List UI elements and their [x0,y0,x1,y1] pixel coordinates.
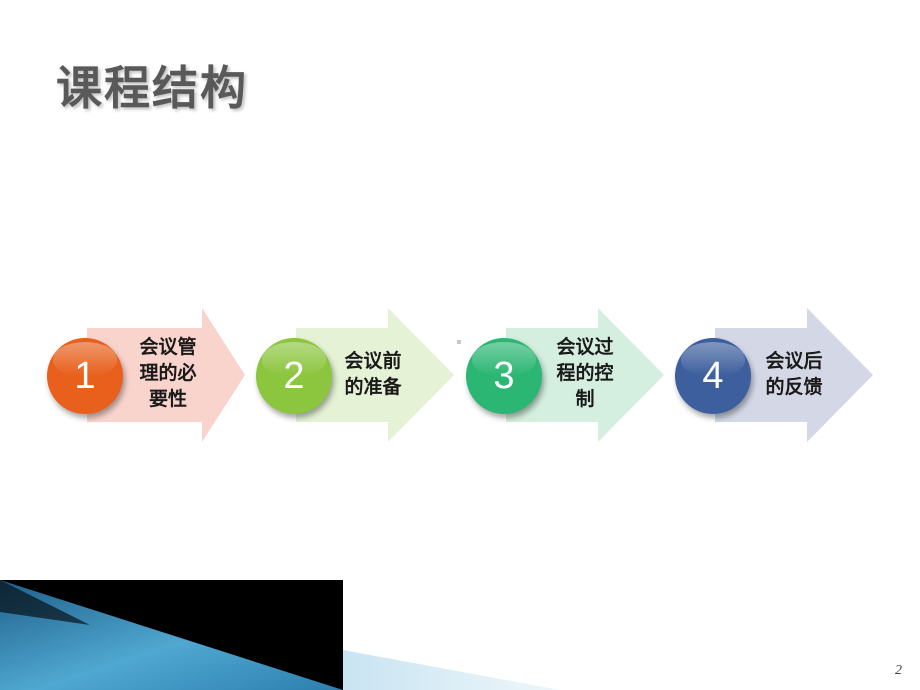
step-3: 3 会议过 程的控 制 [466,300,706,450]
step-number-badge: 4 [675,338,751,414]
stray-dot [457,340,461,344]
step-number-badge: 3 [466,338,542,414]
step-number-badge: 2 [256,338,332,414]
step-number-badge: 1 [47,338,123,414]
arrow-shape [296,308,454,442]
step-label: 会议管 理的必 要性 [139,336,197,410]
corner-decoration [0,580,560,690]
arrow-shape [506,308,664,442]
page-number: 2 [895,663,902,678]
step-2: 2 会议前 的准备 [256,300,496,450]
arrow-shape [715,308,873,442]
arrow-shape [87,308,245,442]
step-label: 会议前 的准备 [344,350,402,398]
step-4: 4 会议后 的反馈 [675,300,915,450]
slide-title: 课程结构 [56,61,248,115]
step-label: 会议后 的反馈 [765,350,823,398]
step-1: 1 会议管 理的必 要性 [47,300,287,450]
step-label: 会议过 程的控 制 [556,336,614,410]
